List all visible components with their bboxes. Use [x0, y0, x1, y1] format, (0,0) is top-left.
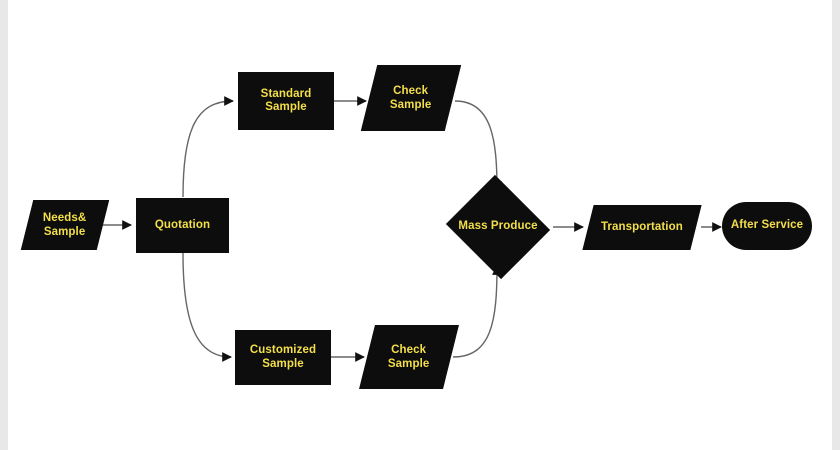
node-standard-sample-label: Standard Sample: [260, 87, 312, 114]
node-after-service[interactable]: After Service: [722, 202, 812, 250]
connector-quotation-to-standard-sample: [182, 96, 234, 198]
node-standard-sample[interactable]: Standard Sample: [238, 72, 334, 130]
node-needs-sample-label: Needs& Sample: [43, 211, 87, 238]
node-after-service-label: After Service: [730, 219, 804, 232]
node-needs-sample[interactable]: Needs& Sample: [20, 200, 110, 250]
canvas-left-edge-band: [0, 0, 8, 450]
node-check-sample-bottom-label: Check Sample: [388, 343, 430, 370]
node-check-sample-top[interactable]: Check Sample: [360, 65, 462, 131]
node-transportation-label: Transportation: [601, 220, 683, 233]
node-mass-produce-label: Mass Produce: [458, 220, 538, 233]
node-mass-produce[interactable]: Mass Produce: [442, 174, 554, 280]
connector-check-sample-bottom-to-mass-produce: [452, 265, 502, 358]
node-check-sample-top-label: Check Sample: [390, 84, 432, 111]
canvas-right-edge-band: [832, 0, 840, 450]
node-quotation-label: Quotation: [154, 218, 211, 231]
node-quotation[interactable]: Quotation: [136, 198, 229, 253]
node-check-sample-bottom[interactable]: Check Sample: [359, 325, 459, 389]
connector-quotation-to-customized-sample: [182, 252, 232, 362]
node-customized-sample-label: Customized Sample: [249, 344, 317, 370]
node-transportation[interactable]: Transportation: [582, 205, 702, 250]
connector-check-sample-top-to-mass-produce: [454, 100, 502, 191]
node-customized-sample[interactable]: Customized Sample: [235, 330, 331, 385]
